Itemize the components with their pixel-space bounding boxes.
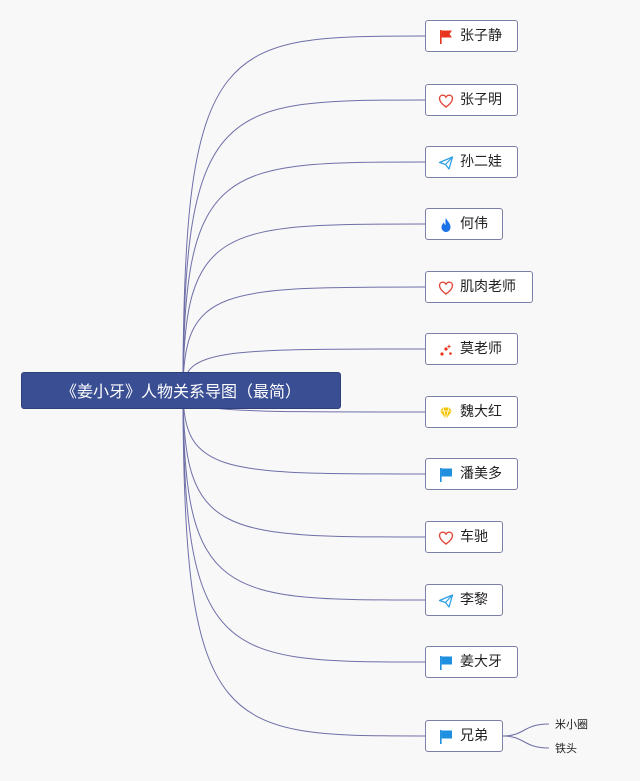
root-node[interactable]: 《姜小牙》人物关系导图（最简） bbox=[21, 372, 341, 409]
sub-node[interactable]: 米小圈 bbox=[555, 716, 588, 732]
character-node[interactable]: 李黎 bbox=[425, 584, 503, 616]
blue-flag-icon bbox=[440, 468, 452, 482]
heart-icon bbox=[438, 531, 454, 545]
character-label: 李黎 bbox=[460, 592, 488, 608]
diamond-icon bbox=[440, 407, 452, 420]
character-label: 车驰 bbox=[460, 529, 488, 545]
heart-icon bbox=[438, 281, 454, 295]
connector-line bbox=[182, 390, 426, 538]
heart-icon bbox=[438, 94, 454, 108]
connector-line bbox=[182, 99, 426, 392]
character-node[interactable]: 孙二娃 bbox=[425, 146, 518, 178]
character-node[interactable]: 莫老师 bbox=[425, 333, 518, 365]
character-label: 姜大牙 bbox=[460, 654, 502, 670]
character-node[interactable]: 张子明 bbox=[425, 84, 518, 116]
character-node[interactable]: 姜大牙 bbox=[425, 646, 518, 678]
sub-node-label: 铁头 bbox=[555, 742, 577, 755]
blue-flag-icon bbox=[440, 656, 452, 670]
blue-flag-icon bbox=[440, 730, 452, 744]
character-label: 张子静 bbox=[460, 28, 502, 44]
character-label: 莫老师 bbox=[460, 341, 502, 357]
connector-line bbox=[182, 390, 426, 737]
character-node[interactable]: 兄弟 bbox=[425, 720, 503, 752]
paper-plane-icon bbox=[438, 156, 454, 170]
connector-line bbox=[182, 390, 426, 601]
flame-icon bbox=[441, 218, 451, 232]
connector-line bbox=[182, 223, 426, 392]
paper-plane-icon bbox=[438, 594, 454, 608]
character-label: 张子明 bbox=[460, 92, 502, 108]
connector-line bbox=[182, 161, 426, 392]
character-label: 何伟 bbox=[460, 216, 488, 232]
character-label: 潘美多 bbox=[460, 466, 502, 482]
sub-connector-line bbox=[502, 735, 550, 749]
character-node[interactable]: 魏大红 bbox=[425, 396, 518, 428]
connector-line bbox=[182, 390, 426, 663]
root-label: 《姜小牙》人物关系导图（最简） bbox=[60, 382, 301, 401]
character-label: 孙二娃 bbox=[460, 154, 502, 170]
connector-line bbox=[182, 390, 426, 475]
character-node[interactable]: 张子静 bbox=[425, 20, 518, 52]
character-label: 肌肉老师 bbox=[460, 279, 516, 295]
connector-line bbox=[182, 35, 426, 392]
character-node[interactable]: 何伟 bbox=[425, 208, 503, 240]
sub-connector-line bbox=[502, 723, 550, 737]
character-node[interactable]: 车驰 bbox=[425, 521, 503, 553]
sub-node-label: 米小圈 bbox=[555, 718, 588, 731]
connector-line bbox=[182, 286, 426, 392]
sub-node[interactable]: 铁头 bbox=[555, 740, 577, 756]
sparkle-icon bbox=[440, 344, 452, 356]
red-flag-icon bbox=[440, 30, 452, 44]
character-node[interactable]: 潘美多 bbox=[425, 458, 518, 490]
character-label: 魏大红 bbox=[460, 404, 502, 420]
character-label: 兄弟 bbox=[460, 728, 488, 744]
character-node[interactable]: 肌肉老师 bbox=[425, 271, 533, 303]
